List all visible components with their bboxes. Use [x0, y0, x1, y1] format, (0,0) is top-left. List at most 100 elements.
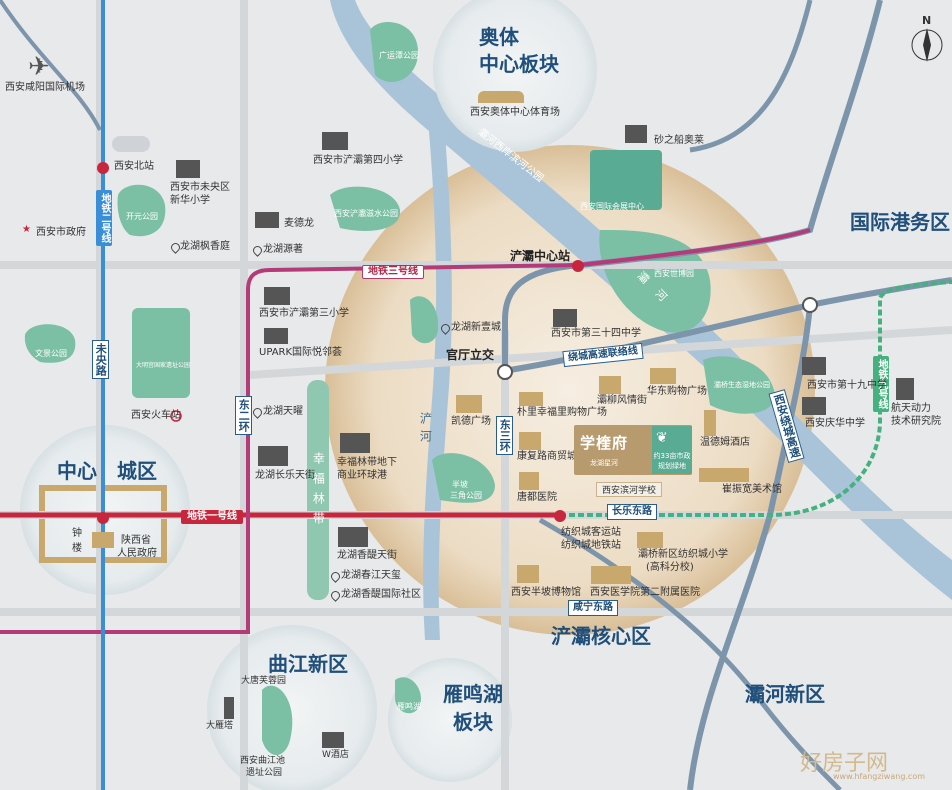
leaf-icon: ❦ — [656, 430, 668, 446]
school-building-icon — [802, 357, 826, 375]
east-interchange-mark — [802, 297, 818, 313]
poi-chanba34: 西安市第三十四中学 — [551, 328, 641, 339]
poi-guangyun: 广运潭公园 — [379, 51, 419, 60]
poi-daming: 大明宫国家遗址公园 — [136, 362, 191, 369]
road-changle: 长乐东路 — [607, 504, 657, 520]
poi-aerospace-2: 技术研究院 — [891, 416, 941, 427]
poi-qujiang-park-1: 西安曲江池 — [240, 756, 286, 766]
metro-line1-tag: 地铁一号线 — [181, 510, 243, 524]
poi-tangdu: 唐都医院 — [517, 492, 557, 503]
poi-fangzhi-bus-2: 纺织城地铁站 — [561, 540, 621, 551]
chanba-wetland-shape — [330, 186, 401, 231]
poi-chunjiang: 龙湖春江天玺 — [341, 570, 401, 581]
xingfu-green-belt — [307, 380, 329, 600]
road-weiyang: 未央路 — [92, 340, 110, 379]
guangyun-park-shape — [370, 22, 419, 83]
hospital-building-icon — [519, 472, 539, 490]
poi-w-hotel: W酒店 — [322, 750, 349, 760]
metro-line2-tag: 地铁二号线 — [96, 190, 112, 246]
bahe-wetland-shape — [703, 356, 775, 414]
mall-building-icon — [456, 395, 482, 413]
project-sub: 龙湖星河 — [590, 459, 618, 467]
compass-needle — [923, 28, 931, 62]
poi-changtian: 龙湖长乐天街 — [255, 470, 315, 481]
stadium-icon — [478, 91, 524, 103]
district-bahe: 灞河新区 — [745, 682, 825, 706]
mall-building-icon — [255, 212, 279, 228]
aoti-bubble — [433, 0, 597, 152]
district-aoti-2: 中心板块 — [479, 52, 559, 76]
project-green-1: 约33亩市政 — [653, 452, 691, 460]
hospital-building-icon — [591, 566, 631, 584]
kaiyuan-park-shape — [117, 184, 166, 237]
poi-med2: 西安医学院第二附属医院 — [590, 587, 700, 598]
pagoda-icon — [224, 697, 234, 719]
bell-tower-icon — [92, 532, 114, 548]
river-chanhe: 浐河 — [418, 412, 433, 448]
poi-no19: 西安市第十九中学 — [807, 380, 887, 391]
poi-kangfu: 康复路商贸城 — [517, 451, 577, 462]
poi-expo: 西安世博园 — [654, 269, 694, 278]
intl-conf-shape — [590, 150, 662, 210]
xiyan-highway — [687, 304, 813, 790]
mall-building-icon — [264, 328, 288, 344]
station-train: 西安火车站 — [131, 410, 181, 421]
metro-line9-tag: 地铁九号线 — [873, 356, 889, 412]
poi-wendemu: 温德姆酒店 — [700, 437, 750, 448]
station-city-gov: 西安市政府 — [36, 227, 86, 238]
road-dong3: 东三环 — [496, 416, 514, 455]
mall-building-icon — [338, 527, 368, 547]
poi-ship: 砂之船奥莱 — [654, 135, 704, 146]
museum-building-icon — [517, 565, 539, 583]
city-gov-star-icon: ★ — [22, 224, 31, 235]
highway-ne — [689, 0, 813, 153]
school-building-icon — [264, 287, 290, 305]
airport-road — [0, 0, 102, 131]
school-building-icon — [637, 532, 663, 548]
mall-building-icon — [650, 368, 676, 384]
district-center-1: 中心 — [57, 459, 97, 483]
poi-mcd: 麦德龙 — [284, 218, 314, 229]
poi-intl-conf: 西安国际会展中心 — [580, 202, 644, 211]
poi-banpo-2: 三角公园 — [450, 491, 482, 500]
poi-shaanxi-gov-1: 陕西省 — [121, 535, 151, 546]
road-xianning: 咸宁东路 — [568, 600, 618, 616]
station-airport: 西安咸阳国际机场 — [5, 82, 85, 93]
museum-building-icon — [699, 468, 749, 482]
school-building-icon — [802, 397, 826, 415]
district-center-2: 城区 — [117, 459, 157, 483]
poi-bahe-wetland: 灞桥生态湿地公园 — [714, 381, 770, 389]
poi-qinghua: 西安庆华中学 — [805, 418, 865, 429]
watermark-text: 好房子网 — [800, 751, 889, 776]
green-chanhe-north — [410, 296, 439, 344]
district-aoti-1: 奥体 — [479, 25, 519, 49]
poi-aoti-stadium: 西安奥体中心体育场 — [470, 107, 560, 118]
poi-longhu-fengxiang: 龙湖枫香庭 — [180, 241, 230, 252]
poi-kaiyuan: 开元公园 — [126, 212, 158, 221]
metro-line9-path — [560, 280, 952, 517]
poi-xiangti-intl: 龙湖香醍国际社区 — [341, 589, 421, 600]
poi-binhe-school: 西安滨河学校 — [596, 482, 663, 497]
poi-weiyang-xinhua-1: 西安市未央区 — [170, 182, 230, 193]
poi-cuizhen: 崔振宽美术馆 — [722, 484, 782, 495]
chanhe-river — [423, 120, 452, 640]
hotel-building-icon — [704, 410, 716, 436]
poi-aerospace-1: 航天动力 — [891, 403, 931, 414]
school-building-icon — [176, 160, 200, 178]
xian-north-station-mark — [97, 162, 109, 174]
poi-wenjing: 文景公园 — [35, 349, 67, 358]
poi-chanba4: 西安市浐灞第四小学 — [313, 155, 403, 166]
qujiang-bubble — [207, 625, 377, 790]
district-qujiang: 曲江新区 — [268, 652, 348, 676]
road-dong2: 东二环 — [235, 396, 253, 435]
drum-station-mark — [97, 512, 109, 524]
wenjing-park-shape — [24, 324, 76, 363]
poi-bahe-fengqing: 灞柳风情街 — [597, 395, 647, 406]
poi-banpo-museum: 西安半坡博物馆 — [511, 587, 581, 598]
compass-n: N — [922, 14, 932, 27]
school-building-icon — [553, 309, 577, 327]
metro-line3-tag: 地铁三号线 — [362, 265, 424, 279]
outlet-building-icon — [625, 125, 647, 143]
district-yanming-1: 雁鸣湖 — [443, 682, 503, 706]
